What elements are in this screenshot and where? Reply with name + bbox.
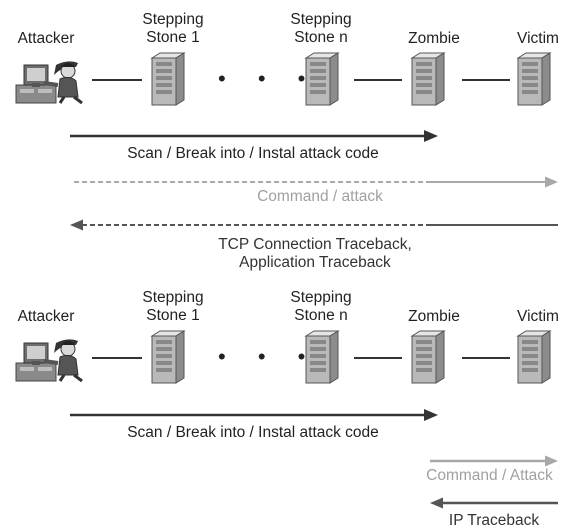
stepping-stone-1-label: Stepping Stone 1 xyxy=(142,289,204,324)
traceback-caption: IP Traceback xyxy=(448,512,540,529)
link-attacker-stone1 xyxy=(92,79,142,81)
link-zombie-victim xyxy=(462,79,510,81)
scan-caption: Scan / Break into / Instal attack code xyxy=(127,424,379,441)
panel-top: Attacker Stepping Stone 1 Stepping Stone… xyxy=(15,11,559,271)
command-arrow xyxy=(74,176,558,188)
victim-server-icon xyxy=(516,52,552,106)
attacker-icon xyxy=(15,61,83,105)
link-attacker-stone1 xyxy=(92,357,142,359)
ellipsis: • • • xyxy=(218,66,319,91)
stepping-stone-n-label: Stepping Stone n xyxy=(290,11,352,46)
victim-server-icon xyxy=(516,330,552,384)
victim-label: Victim xyxy=(517,30,559,47)
command-arrow xyxy=(430,455,558,467)
traceback-arrow xyxy=(70,219,558,231)
scan-arrow xyxy=(70,130,438,142)
stepping-stone-n-server-icon xyxy=(304,330,340,384)
scan-arrow xyxy=(70,409,438,421)
attacker-label: Attacker xyxy=(17,308,75,325)
stepping-stone-n-label: Stepping Stone n xyxy=(290,289,352,324)
stepping-stone-1-server-icon xyxy=(150,330,186,384)
stepping-stone-1-server-icon xyxy=(150,52,186,106)
ellipsis: • • • xyxy=(218,344,319,369)
attacker-icon xyxy=(15,339,83,383)
victim-label: Victim xyxy=(517,308,559,325)
stepping-stone-n-server-icon xyxy=(304,52,340,106)
zombie-label: Zombie xyxy=(408,30,460,47)
zombie-server-icon xyxy=(410,330,446,384)
zombie-server-icon xyxy=(410,52,446,106)
link-stonen-zombie xyxy=(354,79,402,81)
zombie-label: Zombie xyxy=(408,308,460,325)
command-caption: Command / Attack xyxy=(426,467,553,484)
stepping-stone-1-label: Stepping Stone 1 xyxy=(142,11,204,46)
traceback-arrow xyxy=(430,497,558,509)
panel-bottom: Attacker Stepping Stone 1 Stepping Stone… xyxy=(0,283,569,531)
attacker-label: Attacker xyxy=(17,30,75,47)
command-caption: Command / attack xyxy=(257,188,383,205)
traceback-caption: TCP Connection Traceback, Application Tr… xyxy=(218,236,412,271)
link-zombie-victim xyxy=(462,357,510,359)
link-stonen-zombie xyxy=(354,357,402,359)
scan-caption: Scan / Break into / Instal attack code xyxy=(127,145,379,162)
